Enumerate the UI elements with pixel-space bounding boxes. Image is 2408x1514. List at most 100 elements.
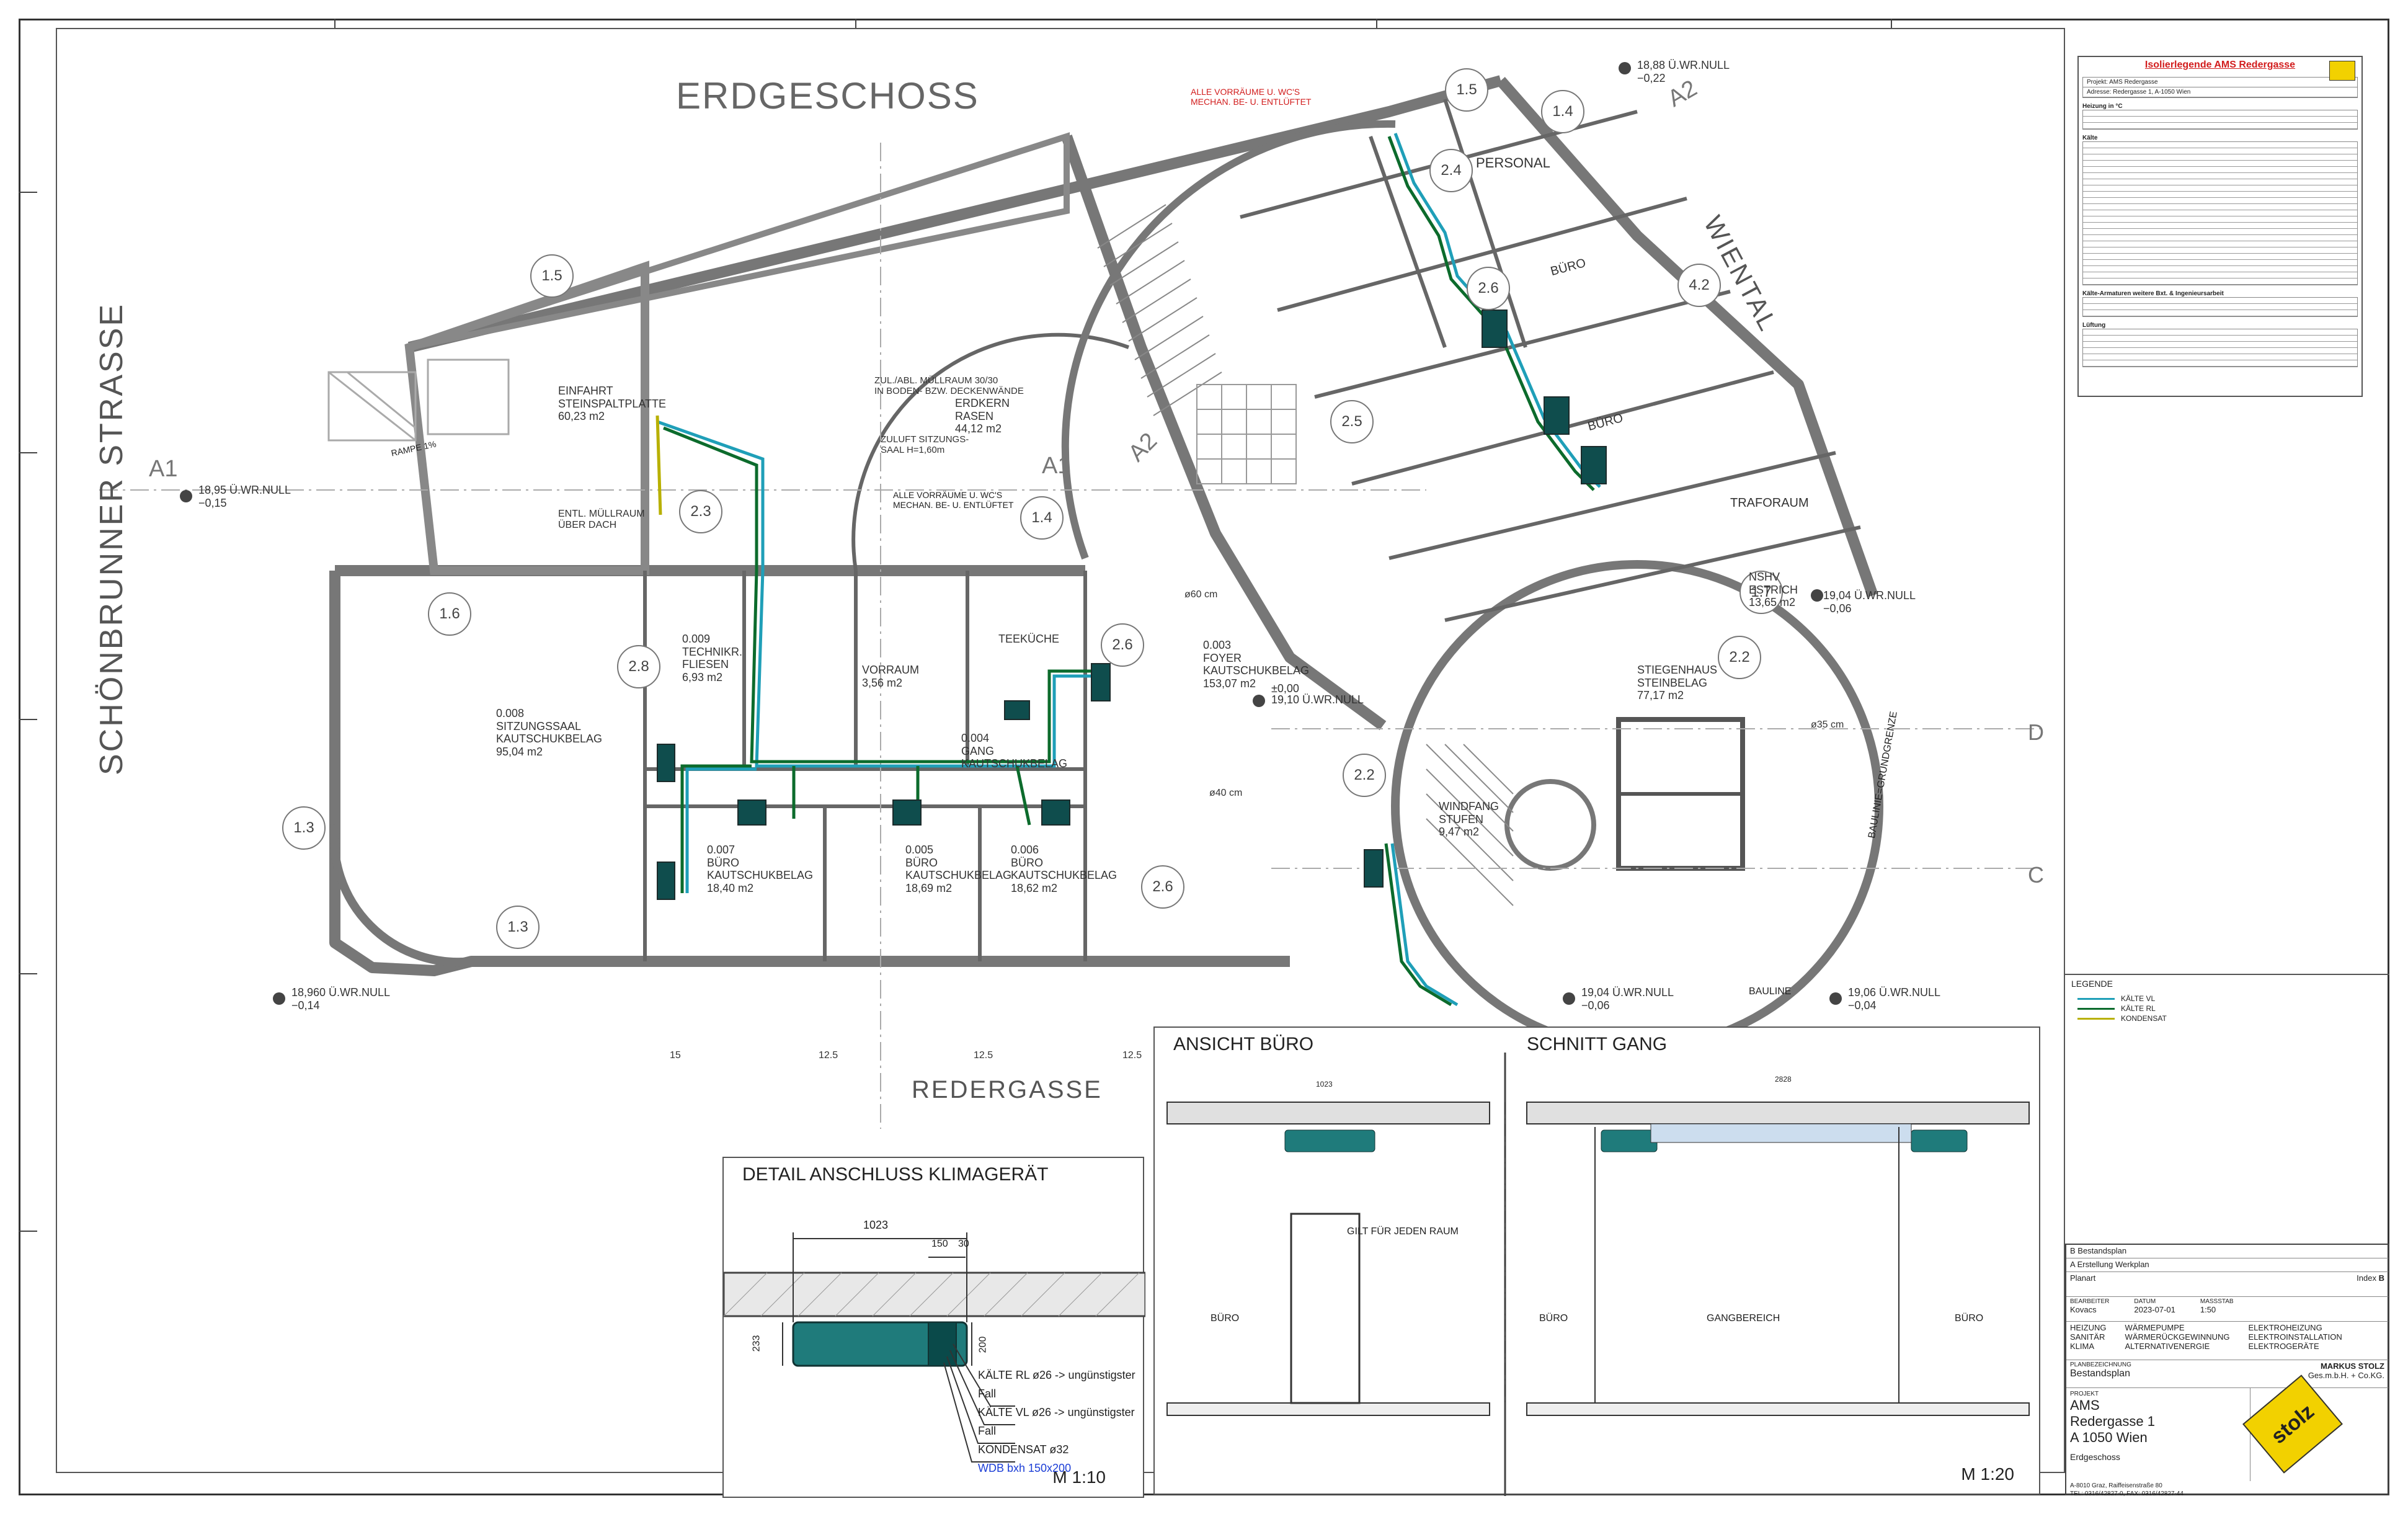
axis-a1-left: A1	[149, 456, 178, 482]
level-5: 19,06 Ü.WR.NULL−0,04	[1848, 986, 1941, 1012]
room-buero-3: 0.006 BÜRO KAUTSCHUKBELAG 18,62 m2	[1011, 844, 1117, 895]
dim: 12.5	[1122, 1050, 1142, 1061]
section-drawing	[1166, 1053, 2030, 1496]
room-marker: 1.4	[1020, 496, 1064, 540]
dim: 12.5	[819, 1050, 838, 1061]
ansicht-dim: 1023	[1316, 1080, 1333, 1089]
legend-swatch	[2077, 997, 2115, 1000]
room-marker: 2.5	[1330, 400, 1374, 443]
room-marker: 2.4	[1429, 149, 1473, 192]
pipe-legend: LEGENDE KÄLTE VL KÄLTE RL KONDENSAT	[2065, 974, 2389, 1049]
schnitt-room-left: BÜRO	[1539, 1313, 1568, 1324]
dim: 12.5	[974, 1050, 993, 1061]
room-teekueche: TEEKÜCHE	[998, 633, 1060, 645]
schnitt-title: SCHNITT GANG	[1527, 1034, 1668, 1054]
room-vorraum: VORRAUM 3,56 m2	[862, 664, 920, 689]
dim-233: 233	[751, 1335, 762, 1352]
insulation-legend: Isolierlegende AMS Redergasse Projekt: A…	[2077, 56, 2363, 397]
level-zero: ±0,00	[1271, 682, 1299, 695]
room-trafo: TRAFORAUM	[1730, 496, 1809, 510]
section-scale: M 1:20	[1961, 1464, 2014, 1484]
room-erdkern: ERDKERN RASEN 44,12 m2	[955, 397, 1010, 435]
geschoss: Erdgeschoss	[2070, 1452, 2120, 1462]
dim-150: 150	[931, 1239, 948, 1249]
room-marker: 2.6	[1467, 267, 1510, 310]
note-muell: ZUL./ABL. MÜLLRAUM 30/30 IN BODEN- BZW. …	[874, 375, 1024, 397]
room-marker: 1.5	[1445, 68, 1488, 112]
room-gang: 0.004 GANG KAUTSCHUKBELAG	[961, 732, 1068, 770]
axis-c: C	[2028, 862, 2044, 888]
schnitt-dim: 2828	[1775, 1075, 1792, 1084]
title-block: B Bestandsplan A Erstellung Werkplan Pla…	[2065, 1244, 2389, 1497]
company-name: MARKUS STOLZ	[2320, 1361, 2384, 1371]
dim-30: 30	[958, 1239, 969, 1249]
index-row: B Bestandsplan	[2066, 1245, 2388, 1258]
index-value: B	[2378, 1273, 2384, 1283]
level-1: 18,95 Ü.WR.NULL−0,15	[198, 484, 291, 509]
stolz-logo-icon	[2329, 61, 2355, 81]
room-marker: 2.3	[679, 490, 722, 533]
room-marker: 2.2	[1718, 636, 1761, 679]
detail-scale: M 1:10	[1052, 1467, 1106, 1487]
project-name: AMS	[2070, 1397, 2100, 1413]
legend-section: Lüftung	[2082, 322, 2106, 329]
note-muellraum: ENTL. MÜLLRAUM ÜBER DACH	[558, 509, 645, 531]
room-marker: 1.6	[428, 592, 471, 636]
pipe-legend-items: KÄLTE VL KÄLTE RL KONDENSAT	[2077, 994, 2389, 1023]
street-bottom: REDERGASSE	[912, 1076, 1103, 1103]
company-address: A-8010 Graz, Raiffeisenstraße 80	[2070, 1482, 2162, 1489]
room-buero-1: 0.007 BÜRO KAUTSCHUKBELAG 18,40 m2	[707, 844, 814, 895]
pipe-legend-title: LEGENDE	[2071, 979, 2113, 989]
room-buero-2: 0.005 BÜRO KAUTSCHUKBELAG 18,69 m2	[905, 844, 1012, 895]
detail-drawing	[724, 1232, 1145, 1463]
room-marker: 2.8	[617, 645, 660, 688]
legend-section: Kälte-Armaturen weitere Bxt. & Ingenieur…	[2082, 290, 2224, 297]
room-stiegenhaus: STIEGENHAUS STEINBELAG 77,17 m2	[1637, 664, 1718, 702]
level-6: 19,04 Ü.WR.NULL−0,06	[1823, 589, 1916, 615]
schnitt-room-right: BÜRO	[1955, 1313, 1984, 1324]
ansicht-room: BÜRO	[1211, 1313, 1240, 1324]
note-vorraeume-b: ALLE VORRÄUME U. WC'S MECHAN. BE- U. ENT…	[893, 490, 1014, 510]
room-sitzungssaal: 0.008 SITZUNGSSAAL KAUTSCHUKBELAG 95,04 …	[496, 707, 603, 759]
legend-item: KÄLTE RL	[2077, 1004, 2389, 1013]
plan-bezeichnung: Bestandsplan	[2070, 1368, 2130, 1379]
schnitt-room-gang: GANGBEREICH	[1707, 1313, 1780, 1324]
room-personal: PERSONAL	[1476, 155, 1550, 171]
index-row: A Erstellung Werkplan	[2066, 1258, 2388, 1272]
dim: ø60 cm	[1184, 589, 1218, 600]
massstab: 1:50	[2200, 1305, 2216, 1314]
dim: ø35 cm	[1811, 719, 1844, 730]
room-marker: 2.2	[1343, 754, 1386, 797]
dim: 15	[670, 1050, 681, 1061]
note-zuluft: ZULUFT SITZUNGS- SAAL H=1,60m	[881, 434, 969, 456]
note-bauline: BAULINE	[1749, 986, 1792, 997]
legend-section: Kälte	[2082, 135, 2098, 141]
level-2: 18,960 Ü.WR.NULL−0,14	[291, 986, 391, 1012]
legend-section: Heizung in °C	[2082, 103, 2123, 110]
ansicht-note: GILT FÜR JEDEN RAUM	[1347, 1226, 1459, 1237]
room-marker: 2.6	[1141, 865, 1184, 909]
legend-project: Projekt: AMS Redergasse Adresse: Rederga…	[2082, 77, 2358, 98]
room-foyer: 0.003 FOYER KAUTSCHUKBELAG 153,07 m2	[1203, 639, 1310, 690]
room-marker: 1.5	[530, 254, 574, 298]
level-7: 18,88 Ü.WR.NULL−0,22	[1637, 59, 1730, 84]
plan-title: ERDGESCHOSS	[676, 75, 979, 117]
level-4: 19,04 Ü.WR.NULL−0,06	[1581, 986, 1674, 1012]
bearbeiter: Kovacs	[2070, 1305, 2097, 1314]
section-panel: ANSICHT BÜRO SCHNITT GANG M 1:20 1023 28…	[1153, 1026, 2040, 1496]
detail-panel: DETAIL ANSCHLUSS KLIMAGERÄT M 1:10 1023 …	[722, 1157, 1145, 1498]
insulation-legend-title: Isolierlegende AMS Redergasse	[2144, 60, 2296, 70]
street-left: SCHÖNBRUNNER STRASSE	[94, 302, 130, 775]
note-vorraeume-a: ALLE VORRÄUME U. WC'S MECHAN. BE- U. ENT…	[1191, 87, 1312, 107]
room-marker: 4.2	[1677, 264, 1721, 307]
room-technik: 0.009 TECHNIKR. FLIESEN 6,93 m2	[682, 633, 743, 684]
room-windfang: WINDFANG STUFEN 9,47 m2	[1439, 800, 1499, 839]
datum: 2023-07-01	[2134, 1305, 2175, 1314]
stolz-logo: stolz	[2242, 1374, 2343, 1474]
axis-d: D	[2028, 719, 2044, 745]
legend-item: KONDENSAT	[2077, 1013, 2389, 1023]
level-3: 19,10 Ü.WR.NULL	[1271, 693, 1364, 706]
room-marker: 1.3	[496, 906, 540, 949]
room-marker: 1.3	[282, 806, 326, 850]
